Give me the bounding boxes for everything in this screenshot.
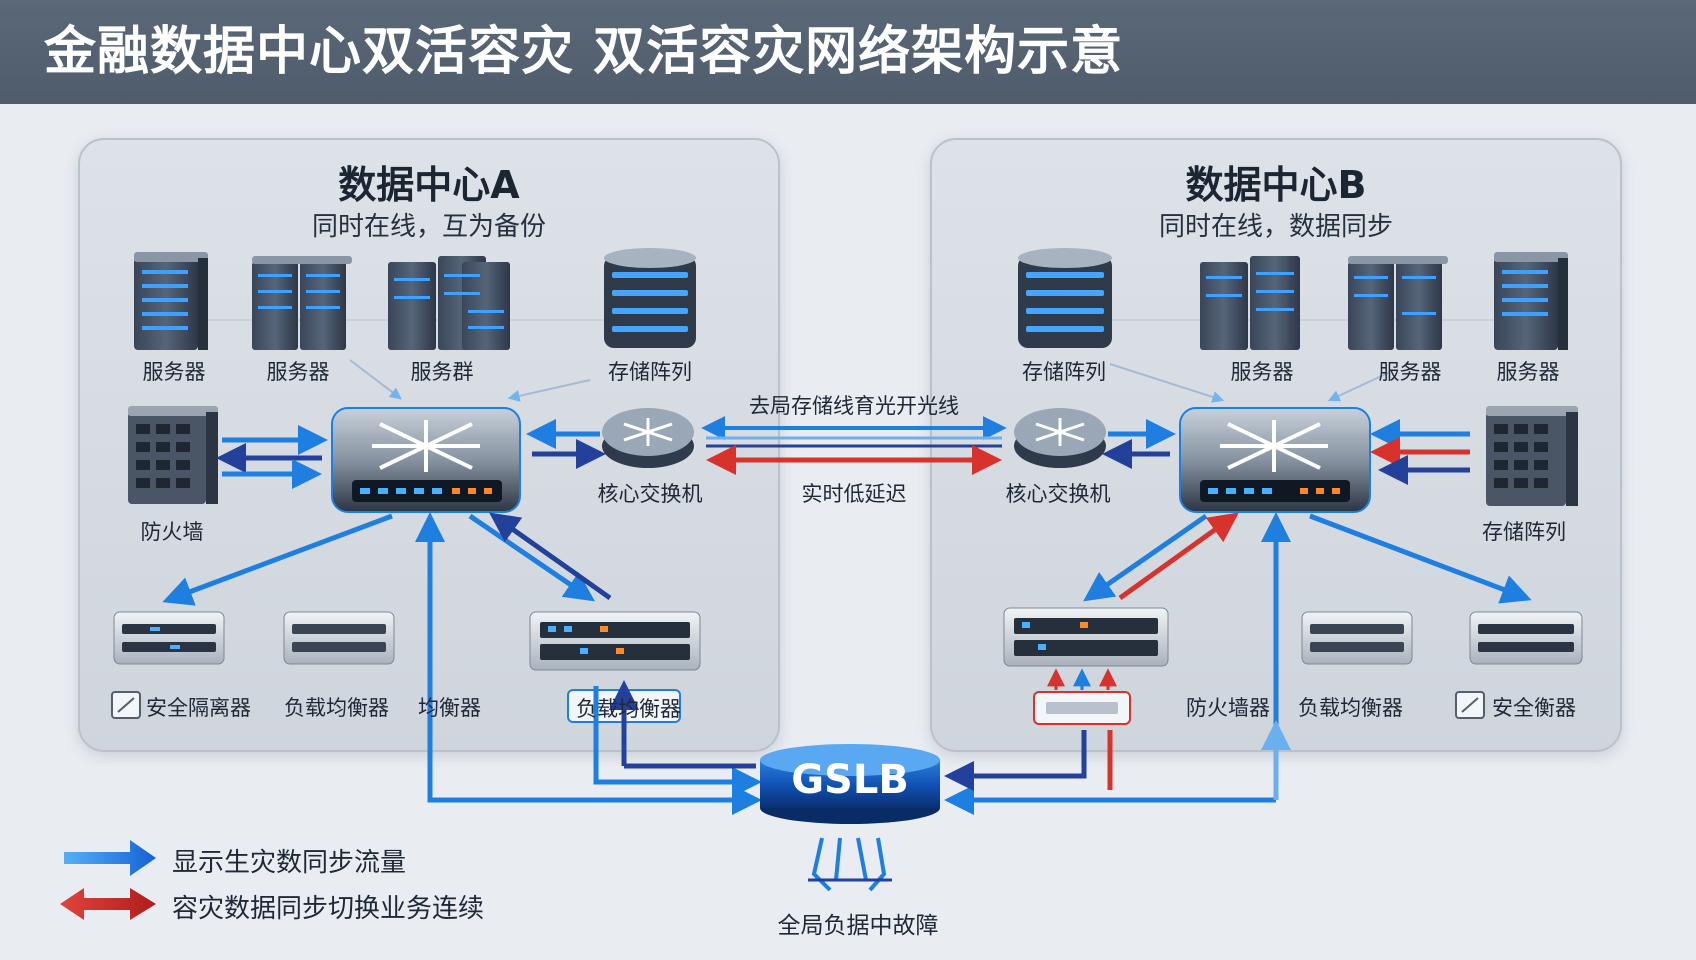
dc-a-label-server-1: 服务器 (142, 360, 206, 384)
dc-a-label-firewall: 防火墙 (140, 520, 204, 544)
server-icon-a1 (134, 252, 208, 350)
core-switch-icon-b (1014, 408, 1106, 468)
datacenter-a-title: 数据中心A (338, 163, 520, 207)
dc-b-label-server-3: 服务器 (1496, 360, 1560, 384)
page-title: 金融数据中心双活容灾 双活容灾网络架构示意 (44, 22, 1124, 82)
server-icon-b1 (1200, 256, 1300, 350)
server-icon-b3 (1494, 252, 1568, 350)
main-switch-icon-b (1179, 407, 1371, 513)
firewall-badge-b (1033, 691, 1131, 725)
load-balancer-device-a2 (529, 611, 701, 671)
storage-building-icon-b (1486, 406, 1578, 506)
load-balancer-device-a1 (283, 611, 395, 665)
server-icon-b2 (1348, 256, 1448, 350)
isolator-small-icon (111, 691, 141, 719)
gslb-icon: GSLB (760, 744, 940, 824)
load-balancer-device-b (1301, 611, 1413, 665)
dc-b-label-balancer: 负载均衡器 (1298, 696, 1403, 720)
dc-b-label-server-1: 服务器 (1230, 360, 1294, 384)
dc-a-label-balancer-2: 均衡器 (418, 696, 481, 720)
gslb-label: GSLB (791, 757, 909, 803)
link-label-fiber: 去局存储线育光开光线 (749, 394, 959, 418)
core-switch-icon-a (602, 408, 694, 468)
security-small-icon (1455, 691, 1485, 719)
dc-b-label-security: 安全衡器 (1492, 696, 1576, 720)
link-label-latency: 实时低延迟 (801, 482, 907, 506)
server-icon-a2 (252, 256, 352, 350)
main-switch-icon-a (331, 407, 521, 513)
dc-a-label-balancer-1: 负载均衡器 (284, 696, 389, 720)
dc-a-label-cluster: 服务群 (410, 360, 474, 384)
legend-blue-arrow (64, 840, 156, 876)
isolator-device-a (113, 611, 225, 665)
dc-b-label-core-switch: 核心交换机 (1005, 482, 1111, 506)
dc-a-label-isolator: 安全隔离器 (146, 696, 251, 720)
storage-array-icon-b (1018, 248, 1112, 348)
server-cluster-icon-a (388, 256, 510, 350)
security-device-b (1469, 611, 1583, 665)
datacenter-b-title: 数据中心B (1185, 163, 1367, 207)
gslb-caption: 全局负据中故障 (777, 913, 939, 939)
firewall-icon-a (128, 406, 218, 504)
storage-array-icon-a (604, 248, 696, 348)
dc-b-label-storage-right: 存储阵列 (1482, 520, 1566, 544)
dc-b-label-firewall: 防火墙器 (1186, 696, 1270, 720)
dc-b-label-storage: 存储阵列 (1022, 360, 1106, 384)
dc-a-label-storage: 存储阵列 (608, 360, 692, 384)
datacenter-a-subtitle: 同时在线，互为备份 (311, 212, 546, 242)
datacenter-b-subtitle: 同时在线，数据同步 (1158, 212, 1393, 242)
legend-label-red: 容灾数据同步切换业务连续 (172, 894, 485, 924)
legend-label-blue: 显示生灾数同步流量 (172, 848, 407, 878)
legend-red-arrow (60, 888, 156, 920)
header-bar: 金融数据中心双活容灾 双活容灾网络架构示意 (0, 0, 1696, 104)
firewall-device-b (1003, 607, 1169, 667)
dc-a-label-server-2: 服务器 (266, 360, 330, 384)
gslb-network-icon (808, 837, 892, 892)
dc-a-label-balancer-3: 负载均衡器 (576, 697, 681, 721)
dc-b-label-server-2: 服务器 (1378, 360, 1442, 384)
dc-a-label-core-switch: 核心交换机 (597, 482, 703, 506)
